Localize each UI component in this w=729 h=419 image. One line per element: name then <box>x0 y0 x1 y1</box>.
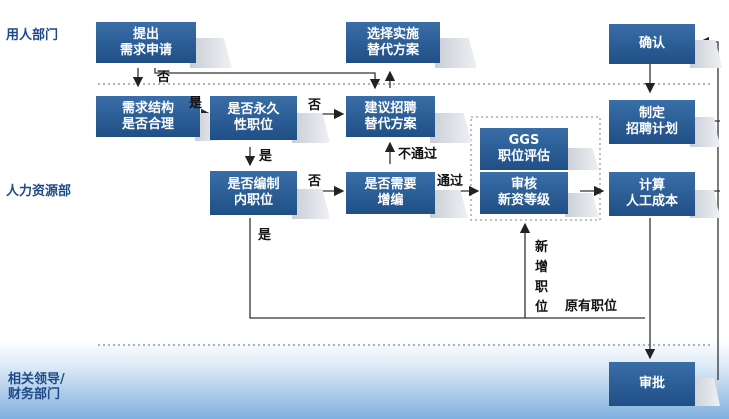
label-yes-structure: 是 <box>189 96 203 111</box>
box-shadow <box>292 113 330 143</box>
lane-leader-line1: 相关领导/ <box>8 372 65 387</box>
box-text-line1: 是否编制 <box>227 177 280 192</box>
box-shadow <box>565 193 599 217</box>
box-choose-alternative: 选择实施 替代方案 <box>346 22 440 63</box>
box-text-line1: 建议招聘 <box>364 100 417 116</box>
box-text-line1: 是否需要 <box>364 177 417 192</box>
lane-leader-line2: 财务部门 <box>8 387 61 402</box>
box-text-line2: 替代方案 <box>364 116 417 132</box>
label-pass: 通过 <box>437 174 464 189</box>
box-text-line2: 内职位 <box>233 193 273 208</box>
box-text-line1: 提出 <box>132 26 159 42</box>
label-yes-permanent: 是 <box>259 149 273 164</box>
box-text-line1: 审批 <box>638 376 665 391</box>
box-text-line1: 是否永久 <box>227 102 280 117</box>
box-shadow <box>292 189 330 219</box>
label-new-position: 新增职位 <box>535 240 549 315</box>
box-text-line1: 制定 <box>638 106 665 121</box>
background-sky <box>0 340 729 419</box>
box-text-line2: 是否合理 <box>121 116 174 132</box>
box-text-line2: 性职位 <box>233 118 273 133</box>
label-not-pass: 不通过 <box>398 147 438 162</box>
label-no-quota: 否 <box>308 174 322 189</box>
label-no-top: 否 <box>157 70 171 85</box>
box-shadow <box>690 117 720 147</box>
box-text-line2: 职位评估 <box>497 149 550 164</box>
lane-leader-finance: 相关领导/ 财务部门 <box>8 372 65 402</box>
box-text-line1: 选择实施 <box>366 26 419 42</box>
box-text-line1: 审核 <box>510 177 537 192</box>
box-approve: 审批 <box>609 362 695 406</box>
box-text-line2: 人工成本 <box>625 194 678 209</box>
box-structure-reasonable: 需求结构 是否合理 <box>96 96 200 137</box>
box-shadow <box>690 190 720 218</box>
lane-user-dept: 用人部门 <box>6 28 59 43</box>
box-shadow <box>565 148 599 170</box>
box-suggest-alternative: 建议招聘 替代方案 <box>346 96 435 137</box>
box-text-line2: 新资等级 <box>497 193 550 208</box>
box-review-salary-grade: 审核 新资等级 <box>480 172 568 214</box>
box-shadow <box>430 190 468 218</box>
box-text-line2: 招聘计划 <box>625 122 678 137</box>
box-make-recruit-plan: 制定 招聘计划 <box>609 100 695 144</box>
box-submit-request: 提出 需求申请 <box>96 22 196 63</box>
label-existing-position: 原有职位 <box>565 299 618 314</box>
box-calc-labor-cost: 计算 人工成本 <box>609 172 695 216</box>
box-within-quota: 是否编制 内职位 <box>210 171 297 215</box>
box-confirm: 确认 <box>609 24 695 64</box>
box-text-line1: 确认 <box>638 36 665 51</box>
box-need-add-quota: 是否需要 增编 <box>346 172 435 214</box>
box-text-line2: 替代方案 <box>366 42 419 58</box>
box-text-line2: 增编 <box>377 193 404 208</box>
label-no-permanent: 否 <box>308 98 322 113</box>
lane-hr-dept: 人力资源部 <box>6 184 72 199</box>
box-text-line1: GGS <box>508 133 540 148</box>
box-ggs-evaluation: GGS 职位评估 <box>480 128 568 170</box>
box-permanent-position: 是否永久 性职位 <box>210 96 297 140</box>
box-text-line2: 需求申请 <box>119 42 172 58</box>
label-yes-quota: 是 <box>258 228 272 243</box>
box-text-line1: 需求结构 <box>121 100 174 116</box>
box-text-line1: 计算 <box>638 178 665 193</box>
